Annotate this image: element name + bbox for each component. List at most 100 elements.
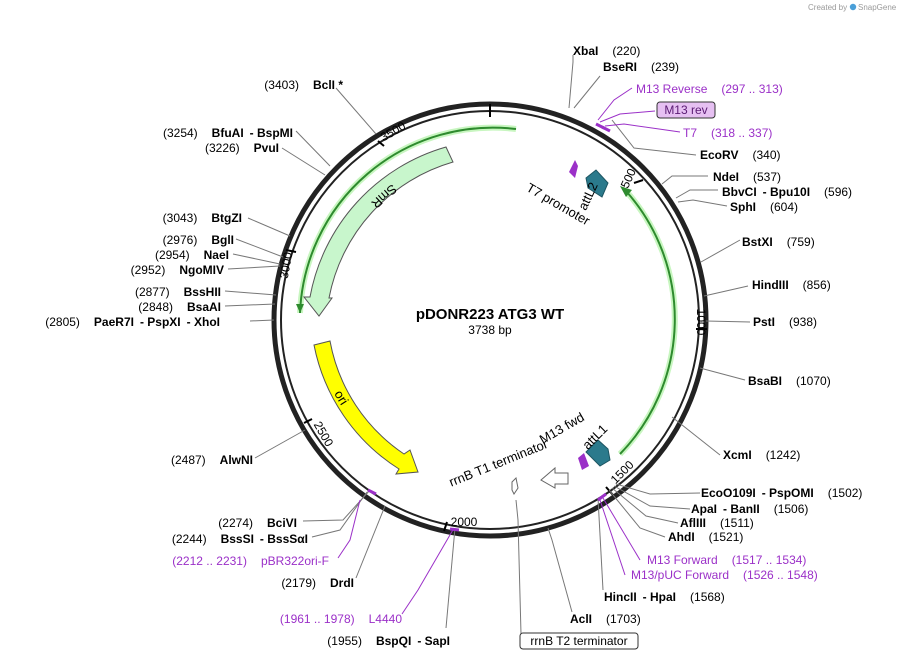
- leader-ecoo109i: [615, 483, 701, 495]
- label-btgzi[interactable]: (3043)BtgZI: [163, 211, 242, 225]
- leader-pbr322ori-f: [337, 499, 361, 559]
- rrnb-t2-box: [519, 632, 639, 650]
- leader-pvui: [281, 147, 326, 176]
- plasmid-length: 3738 bp: [468, 323, 512, 337]
- label-bfuai[interactable]: (3254)BfuAI- BspMI: [163, 126, 293, 140]
- leader-bspqi: [445, 527, 456, 629]
- label-sphi[interactable]: SphI(604): [730, 200, 798, 214]
- label-ecoo109i[interactable]: EcoO109I- PspOMI(1502): [701, 486, 862, 500]
- rrnb-t2-feature[interactable]: [511, 476, 519, 495]
- label-bbvci[interactable]: BbvCI- Bpu10I(596): [722, 185, 852, 199]
- label-acli[interactable]: AclI(1703): [570, 612, 641, 626]
- label-naei[interactable]: (2954)NaeI: [155, 248, 229, 262]
- m13-rev-box: [656, 101, 716, 119]
- credit-brand: SnapGene: [858, 3, 897, 12]
- primer-leader-lines: [337, 87, 681, 615]
- label-bseri[interactable]: BseRI(239): [603, 60, 679, 74]
- leader-bsaai: [224, 303, 276, 307]
- label-m13-reverse[interactable]: M13 Reverse(297 .. 313): [636, 82, 783, 96]
- feature-track-right-arrowhead: [620, 186, 632, 197]
- smr-feature[interactable]: [302, 146, 454, 317]
- primer-marks: [367, 122, 611, 532]
- attl2-feature[interactable]: [585, 169, 609, 198]
- tick-3500: [377, 140, 385, 147]
- leader-rrnb-t2: [515, 499, 522, 635]
- label-xbai[interactable]: XbaI(220): [573, 44, 640, 58]
- label-m13-rev[interactable]: M13 rev: [664, 103, 707, 117]
- ori-label: ori: [331, 388, 351, 408]
- leader-xbai: [568, 55, 574, 109]
- mark-m13-forward: [597, 492, 607, 502]
- leader-hincii: [597, 497, 604, 591]
- leader-btgzi: [247, 217, 291, 237]
- leader-ecorv: [611, 119, 697, 156]
- label-bsshii[interactable]: (2877)BssHII: [135, 285, 221, 299]
- label-bcli[interactable]: (3403)BclI *: [264, 78, 343, 92]
- tick-500: [633, 179, 644, 184]
- label-afliii[interactable]: AflIII(1511): [680, 516, 754, 530]
- label-t7[interactable]: T7(318 .. 337): [683, 126, 772, 140]
- label-bgli[interactable]: (2976)BglI: [163, 233, 234, 247]
- feature-track-left: [299, 126, 517, 314]
- label-l4440[interactable]: (1961 .. 1978)L4440: [280, 612, 402, 626]
- label-rrnb-t2[interactable]: rrnB T2 terminator: [530, 634, 627, 648]
- rrnb-t1-label: rrnB T1 terminator: [447, 436, 551, 490]
- label-bsssi[interactable]: (2244)BssSI- BssSαI: [172, 532, 308, 546]
- label-drdi[interactable]: (2179)DrdI: [281, 576, 354, 590]
- mark-t7: [601, 125, 611, 133]
- leader-bstxi: [700, 239, 741, 263]
- label-m13-puc-forward[interactable]: M13/pUC Forward(1526 .. 1548): [631, 568, 818, 582]
- label-bsaai[interactable]: (2848)BsaAI: [138, 300, 221, 314]
- label-ngomiv[interactable]: (2952)NgoMIV: [131, 263, 224, 277]
- label-ndei[interactable]: NdeI(537): [713, 170, 781, 184]
- leader-bsshii: [224, 290, 277, 296]
- mark-l4440: [449, 527, 460, 532]
- tick-3000: [285, 249, 297, 253]
- label-paer7i[interactable]: (2805)PaeR7I- PspXI- XhoI: [45, 315, 220, 329]
- label-pbr322ori-f[interactable]: (2212 .. 2231)pBR322ori-F: [172, 554, 329, 568]
- label-hincii[interactable]: HincII- HpaI(1568): [604, 590, 725, 604]
- t7-promoter-feature[interactable]: [569, 160, 578, 178]
- leader-ahdi: [608, 489, 666, 538]
- leader-bcivi: [302, 489, 371, 522]
- leader-psti: [705, 320, 751, 323]
- ori-feature[interactable]: [313, 340, 419, 475]
- m13-fwd-feature[interactable]: [578, 453, 589, 470]
- label-bspqi[interactable]: (1955)BspQI- SapI: [327, 634, 450, 648]
- label-xcmi[interactable]: XcmI(1242): [723, 448, 800, 462]
- leader-afliii: [611, 487, 679, 524]
- leader-bsssi: [311, 491, 368, 538]
- leader-hindiii: [703, 285, 749, 297]
- label-bsabi[interactable]: BsaBI(1070): [748, 374, 831, 388]
- leader-m13-rev: [599, 110, 656, 123]
- label-bcivi[interactable]: (2274)BciVI: [218, 516, 297, 530]
- snapgene-logo-icon: [849, 3, 857, 11]
- leader-m13-puc-forward: [599, 499, 626, 576]
- credit-text: Created by: [808, 3, 847, 12]
- feature-track-right-halo: [617, 189, 678, 457]
- plasmid-name: pDONR223 ATG3 WT: [416, 306, 564, 323]
- label-m13-forward[interactable]: M13 Forward(1517 .. 1534): [647, 553, 806, 567]
- tick-label-1000: 1000: [694, 309, 708, 336]
- label-apai[interactable]: ApaI- BanII(1506): [691, 502, 808, 516]
- label-alwni[interactable]: (2487)AlwNI: [171, 453, 253, 467]
- label-ecorv[interactable]: EcoRV(340): [700, 148, 780, 162]
- feature-track-right: [619, 190, 676, 455]
- rrnb-t1-feature[interactable]: [540, 466, 569, 489]
- leader-apai: [613, 485, 691, 510]
- leader-acli: [547, 527, 573, 613]
- leader-alwni: [254, 429, 306, 459]
- feature-track-left-arrowhead: [296, 304, 304, 313]
- label-bstxi[interactable]: BstXI(759): [742, 235, 815, 249]
- leader-bbvci: [675, 189, 718, 199]
- label-hindiii[interactable]: HindIII(856): [752, 278, 831, 292]
- attl1-feature[interactable]: [585, 439, 611, 467]
- label-psti[interactable]: PstI(938): [753, 315, 817, 329]
- tick-2000: [443, 521, 448, 532]
- label-pvui[interactable]: (3226)PvuI: [205, 141, 279, 155]
- mark-pbr322ori-f: [367, 488, 377, 496]
- leader-m13-forward: [602, 497, 641, 561]
- label-ahdi[interactable]: AhdI(1521): [668, 530, 743, 544]
- leader-lines: [224, 55, 751, 635]
